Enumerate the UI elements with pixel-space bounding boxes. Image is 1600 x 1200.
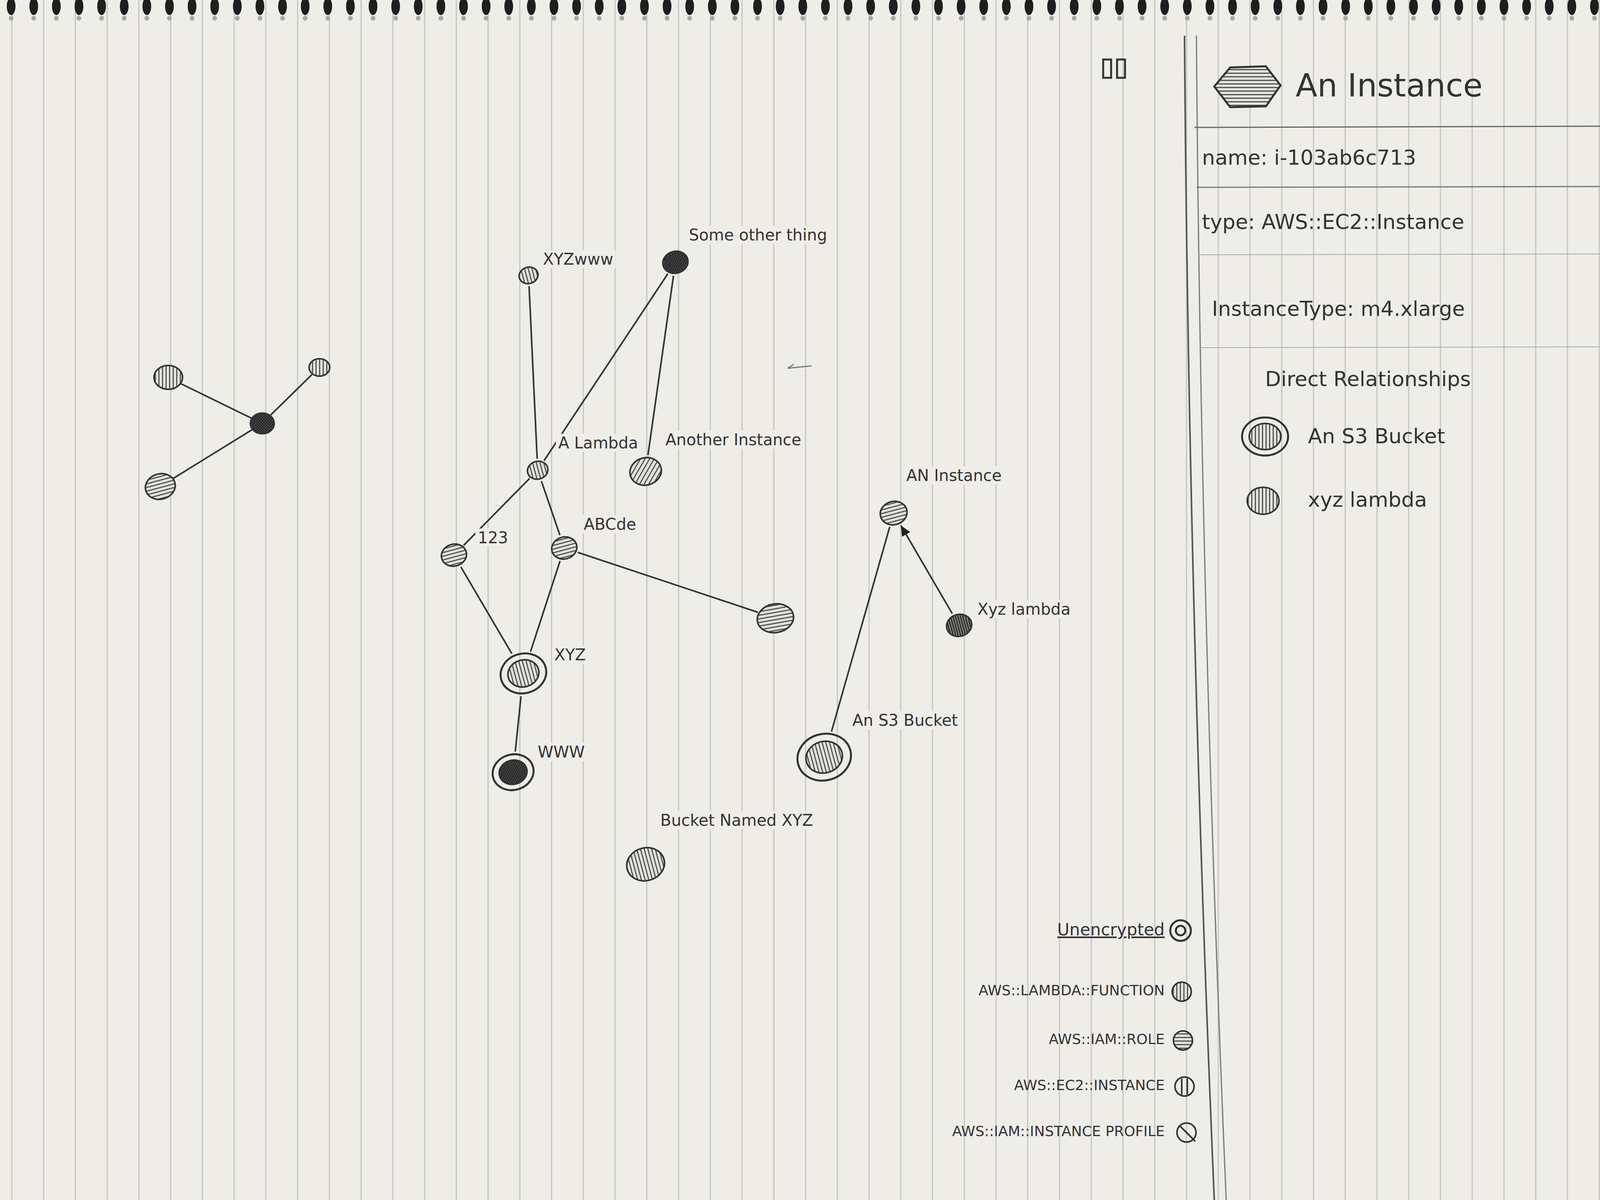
graph-node: WWW [490, 750, 536, 795]
arrow-head [900, 525, 910, 537]
graph-node: Another Instance [628, 453, 664, 489]
relationship-line [900, 525, 952, 614]
node-fill [626, 453, 665, 489]
graph-node: A Lambda [525, 458, 550, 483]
panel-text: InstanceType: m4.xlarge [1211, 296, 1465, 322]
outer-ring [792, 727, 857, 787]
relationship-line [541, 480, 560, 535]
outer-ring [488, 749, 538, 795]
node-circle [878, 498, 909, 529]
node-circle [490, 750, 536, 795]
node-label: ABCde [581, 515, 639, 534]
panel-separator [1194, 126, 1600, 128]
panel-text: name: i-103ab6c713 [1201, 145, 1417, 170]
node-fill [517, 265, 540, 286]
node-fill [944, 611, 975, 640]
node-label: Xyz lambda [975, 600, 1074, 619]
node-label: A Lambda [555, 433, 641, 452]
legend-text: AWS::LAMBDA::FUNCTION [978, 981, 1165, 999]
node-circle [439, 540, 469, 570]
node-fill [438, 541, 470, 570]
relationship-line [460, 567, 512, 654]
panel-separator [1196, 186, 1600, 188]
relationship-icons [1242, 417, 1289, 515]
panel-separator [1198, 253, 1600, 255]
node-fill [525, 459, 550, 482]
node-circle [498, 648, 549, 699]
relationship-line [515, 696, 522, 752]
graph-node: AN Instance [878, 498, 909, 529]
node-circle [944, 611, 974, 640]
panel-text: type: AWS::EC2::Instance [1201, 209, 1465, 235]
legend-swatches [1170, 920, 1197, 1143]
pause-icon [1103, 59, 1112, 78]
graph-node: XYZwww [517, 264, 540, 287]
relationship-line [528, 286, 537, 459]
relationship-line [544, 273, 668, 461]
node-circle [525, 458, 550, 483]
spiral-binding [0, 0, 1600, 24]
graph-node: 123 [439, 540, 469, 570]
pause-icon [1117, 59, 1125, 78]
graph-node: XYZ [498, 648, 549, 699]
node-label: Bucket Named XYZ [657, 811, 816, 830]
node-fill [660, 248, 691, 277]
inner-ring [504, 656, 543, 691]
node-label: XYZ [551, 645, 589, 664]
inner-ring [802, 737, 847, 778]
instance-icon [1214, 66, 1281, 108]
node-label: XYZwww [540, 250, 616, 269]
node-circle [517, 264, 540, 287]
relationship-line [831, 526, 890, 732]
graph-node: ABCde [550, 533, 579, 563]
relationship-line [530, 561, 560, 652]
node-fill [623, 843, 669, 886]
legend-text: AWS::EC2::INSTANCE [1014, 1076, 1165, 1094]
unlabeled-node [577, 552, 797, 636]
panel-text: xyz lambda [1307, 487, 1427, 512]
node-circle [795, 728, 853, 786]
node-label: AN Instance [903, 466, 1004, 485]
node-circle [550, 533, 579, 563]
panel-text: Direct Relationships [1265, 366, 1472, 392]
relationship-line [648, 275, 674, 456]
legend-text: Unencrypted [1057, 919, 1165, 940]
left-cluster [142, 358, 330, 503]
node-label: WWW [535, 742, 588, 762]
node-circle [628, 453, 664, 489]
node-circle [625, 843, 667, 885]
legend-text: AWS::IAM::INSTANCE PROFILE [951, 1122, 1165, 1140]
node-label: 123 [475, 528, 511, 547]
legend-text: AWS::IAM::ROLE [1048, 1030, 1165, 1048]
graph-node: An S3 Bucket [795, 728, 853, 786]
graph-node: Bucket Named XYZ [625, 843, 667, 885]
outer-ring [496, 648, 551, 699]
node-label: Some other thing [686, 225, 830, 245]
node-label: An S3 Bucket [850, 711, 961, 730]
node-circle [661, 248, 690, 277]
panel-text: An Instance [1295, 66, 1483, 105]
inner-ring [496, 756, 530, 788]
panel-text: An S3 Bucket [1307, 423, 1446, 449]
stray-mark [787, 364, 812, 369]
panel-separator [1200, 346, 1600, 348]
node-fill [549, 534, 580, 562]
node-fill [877, 498, 910, 528]
node-label: Another Instance [663, 430, 804, 449]
graph-node: Xyz lambda [944, 611, 974, 640]
graph-node: Some other thing [661, 248, 690, 277]
